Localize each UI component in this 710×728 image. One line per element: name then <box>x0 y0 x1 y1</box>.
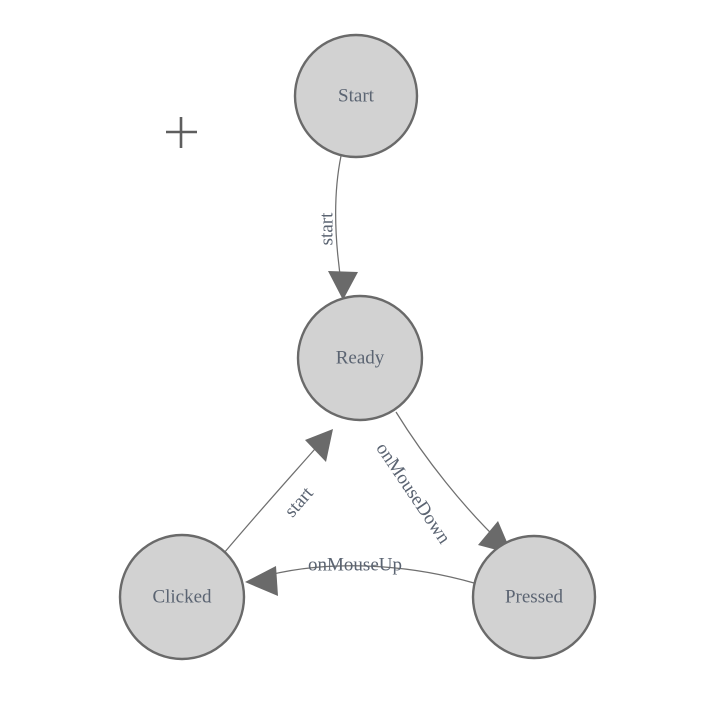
edge-label-ready-to-pressed: onMouseDown <box>371 439 454 548</box>
arrowhead-start-to-ready <box>328 271 358 300</box>
arrowhead-pressed-to-clicked <box>245 566 278 596</box>
node-circle-ready[interactable] <box>296 294 424 422</box>
crosshair-icon <box>166 117 197 148</box>
node-label-start: Start <box>338 85 375 106</box>
node-label-clicked: Clicked <box>152 586 212 607</box>
node-circle-pressed[interactable] <box>471 534 597 660</box>
node-clicked[interactable]: Clicked <box>118 533 246 661</box>
edge-start-to-ready[interactable]: start <box>316 155 358 300</box>
node-start[interactable]: Start <box>293 33 419 159</box>
edge-path-ready-to-pressed[interactable] <box>395 411 504 546</box>
edge-label-pressed-to-clicked: onMouseUp <box>308 554 402 575</box>
edge-label-start-to-ready: start <box>316 212 337 245</box>
edge-path-pressed-to-clicked[interactable] <box>257 565 475 584</box>
node-circle-start[interactable] <box>293 33 419 159</box>
node-circle-clicked[interactable] <box>118 533 246 661</box>
node-label-pressed: Pressed <box>505 586 564 607</box>
node-label-ready: Ready <box>336 347 385 368</box>
arrowhead-clicked-to-ready <box>305 429 333 462</box>
edge-pressed-to-clicked[interactable]: onMouseUp <box>245 554 475 596</box>
edge-clicked-to-ready[interactable]: start <box>223 429 333 554</box>
edge-label-clicked-to-ready: start <box>280 482 318 521</box>
node-pressed[interactable]: Pressed <box>471 534 597 660</box>
node-ready[interactable]: Ready <box>296 294 424 422</box>
edge-path-clicked-to-ready[interactable] <box>223 440 323 554</box>
edge-ready-to-pressed[interactable]: onMouseDown <box>371 411 512 554</box>
